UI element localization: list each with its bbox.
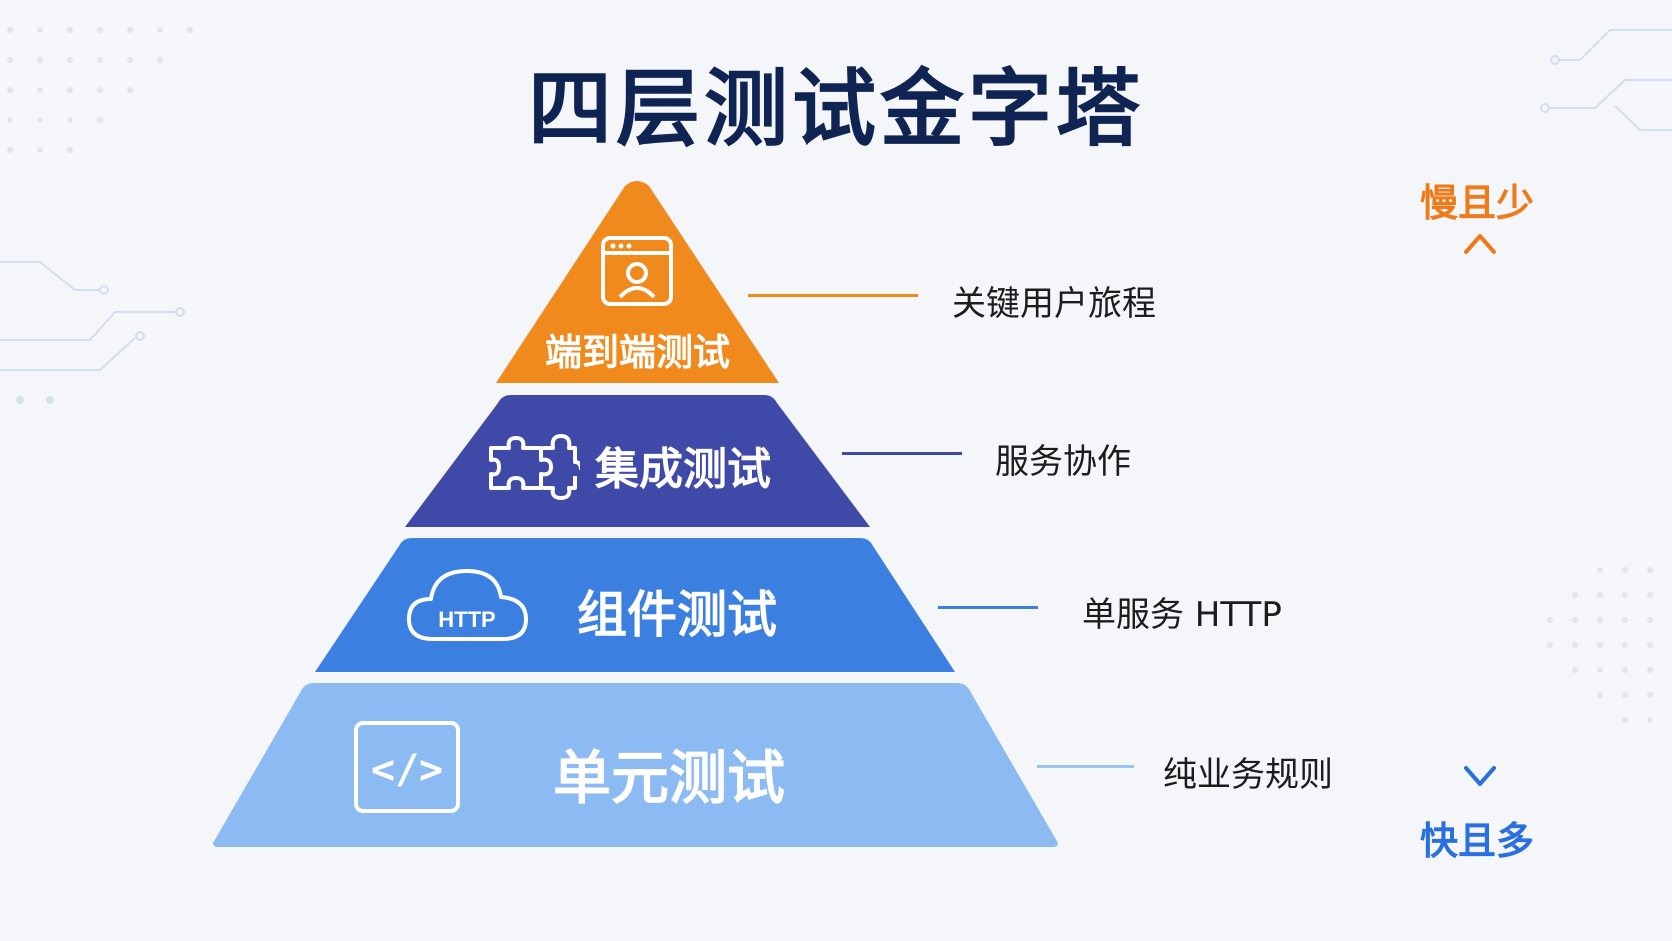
layer-description-integration: 服务协作 xyxy=(995,442,1131,482)
speed-axis-arrow xyxy=(1464,234,1496,786)
layer-label-component: 组件测试 xyxy=(577,586,777,644)
svg-text:HTTP: HTTP xyxy=(438,607,495,632)
layer-description-e2e: 关键用户旅程 xyxy=(952,284,1156,324)
pyramid-layer-component: HTTP 组件测试 xyxy=(315,538,955,673)
circuit-top-right xyxy=(1540,29,1672,131)
speed-label-slow: 慢且少 xyxy=(1420,181,1535,225)
puzzle-icon xyxy=(489,434,580,500)
speed-label-fast: 快且多 xyxy=(1420,819,1535,863)
browser-user-icon xyxy=(601,236,673,306)
dot-grid-left xyxy=(16,396,54,404)
pyramid-layer-e2e: 端到端测试 xyxy=(495,180,780,385)
code-icon: </> xyxy=(354,721,460,813)
dot-grid-top-left xyxy=(7,27,193,153)
arrow-down-icon xyxy=(1464,766,1496,786)
svg-text:</>: </> xyxy=(371,747,443,793)
connector-line-integration xyxy=(842,452,962,455)
layer-label-integration: 集成测试 xyxy=(595,444,771,495)
pyramid-layer-unit: </> 单元测试 xyxy=(213,683,1058,848)
layer-label-unit: 单元测试 xyxy=(553,744,786,812)
connector-line-e2e xyxy=(748,294,918,297)
circuit-left xyxy=(0,261,185,371)
dot-grid-right xyxy=(1547,567,1653,723)
layer-label-e2e: 端到端测试 xyxy=(545,331,730,374)
arrow-up-icon xyxy=(1464,234,1496,254)
pyramid-layer-integration: 集成测试 xyxy=(405,395,870,530)
cloud-http-icon: HTTP xyxy=(407,569,528,641)
layer-description-unit: 纯业务规则 xyxy=(1163,755,1333,795)
connector-line-unit xyxy=(1037,765,1134,768)
page-title: 四层测试金字塔 xyxy=(527,60,1144,158)
connector-line-component xyxy=(938,606,1038,609)
layer-shape-integration xyxy=(405,395,870,527)
layer-description-component: 单服务 HTTP xyxy=(1082,595,1282,635)
